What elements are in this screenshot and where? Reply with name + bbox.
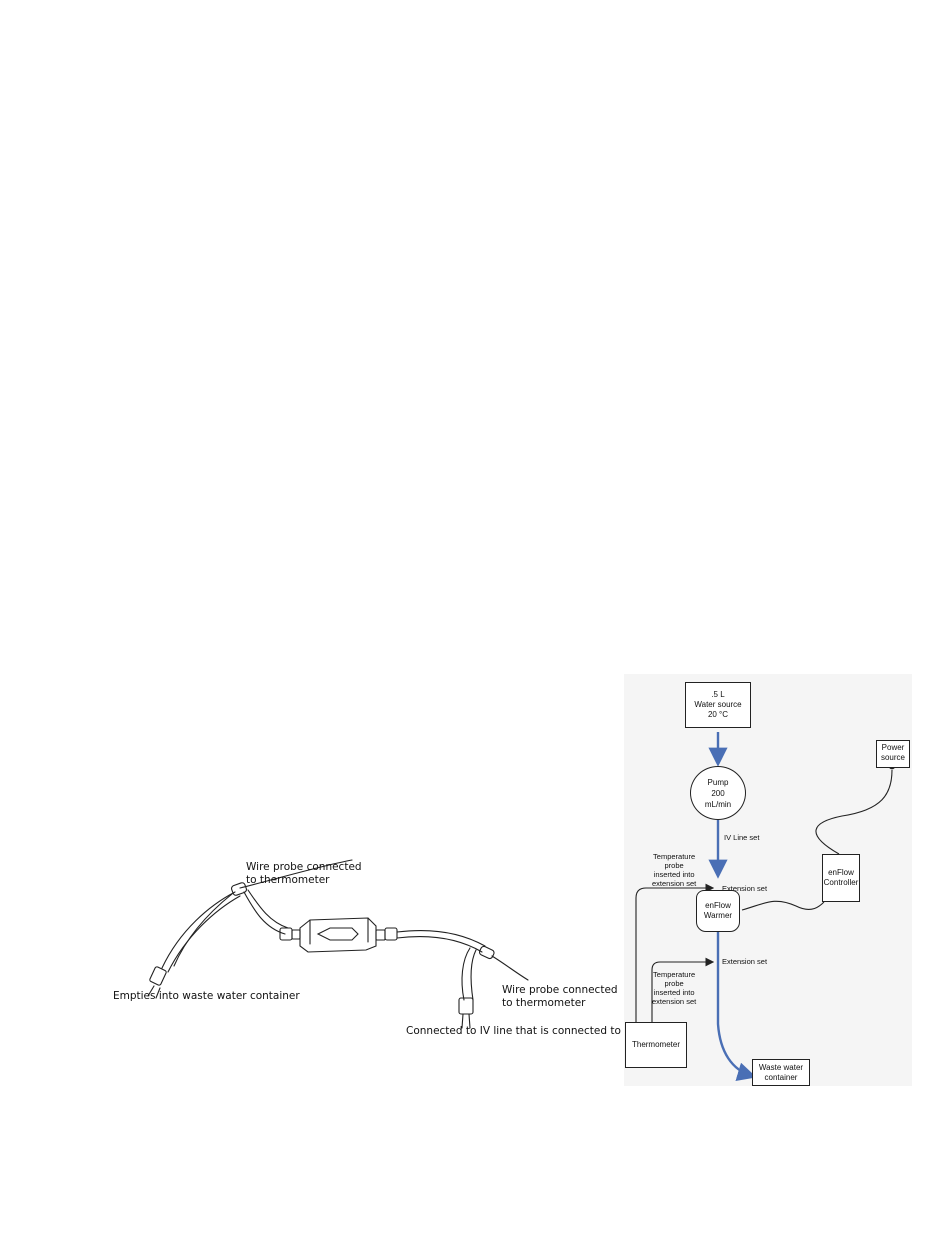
temp-probe-label-2: Temperature probe inserted into extensio… xyxy=(652,970,696,1006)
water-source-label: Water source xyxy=(694,700,742,709)
right-luer-lock xyxy=(375,929,386,941)
tp1-line2: probe xyxy=(664,861,684,870)
warmer-arrow xyxy=(316,927,359,941)
waste-end-fitting xyxy=(149,966,167,986)
iv-tube-2 xyxy=(470,949,477,1001)
water-source-temp: 20 °C xyxy=(707,710,729,719)
pump-rate: 200 xyxy=(711,788,725,798)
waste-label-1: Waste water xyxy=(758,1062,804,1072)
label-probe-top-2: to thermometer xyxy=(246,874,330,886)
tp2-line3: inserted into xyxy=(653,988,695,997)
water-source-volume: .5 L xyxy=(711,690,725,699)
waste-end-tip xyxy=(147,985,161,999)
iv-tube-1 xyxy=(461,947,471,1001)
power-label-1: Power xyxy=(881,743,905,752)
tp1-line3: inserted into xyxy=(653,870,695,879)
label-waste-exit: Empties into waste water container xyxy=(113,990,300,1002)
flow-schematic: .5 L Water source 20 °C Pump 200 mL/min … xyxy=(624,674,912,1086)
waste-label-2: container xyxy=(764,1072,798,1082)
pump-label: Pump xyxy=(707,777,729,787)
flow-warmer-to-waste xyxy=(716,930,757,1082)
power-source-box: Power source xyxy=(876,740,910,768)
label-iv-connection: Connected to IV line that is connected t… xyxy=(406,1025,655,1037)
thermometer-box: Thermometer xyxy=(625,1022,687,1068)
thermometer-wire-2 xyxy=(651,957,715,1022)
enflow-controller-box: enFlow Controller xyxy=(822,854,860,902)
extension-set-label-1: Extension set xyxy=(722,884,768,893)
left-tube-to-warmer xyxy=(243,891,286,935)
warmer-cartridge xyxy=(299,917,377,953)
waste-tube-1 xyxy=(161,891,236,969)
right-y-connector xyxy=(478,945,495,960)
tp2-line1: Temperature xyxy=(653,970,696,979)
label-probe-right-1: Wire probe connected xyxy=(502,984,618,996)
tp2-line2: probe xyxy=(664,979,684,988)
controller-power-cable xyxy=(815,769,893,855)
device-drawing xyxy=(147,859,529,1029)
label-probe-right-2: to thermometer xyxy=(502,997,586,1009)
controller-label-2: Controller xyxy=(823,878,859,887)
waste-container-box: Waste water container xyxy=(752,1059,810,1086)
thermometer-wire-1 xyxy=(635,883,715,1022)
warmer-controller-cable xyxy=(741,900,825,911)
top-probe-wire xyxy=(239,859,353,889)
waste-tube-3 xyxy=(173,893,233,967)
right-tube xyxy=(396,930,486,947)
enflow-warmer-box: enFlow Warmer xyxy=(696,890,740,932)
power-label-2: source xyxy=(880,753,905,762)
warmer-label-2: Warmer xyxy=(703,911,733,920)
enflow-device-illustration xyxy=(140,850,620,1050)
thermometer-label: Thermometer xyxy=(631,1040,680,1049)
tp2-line4: extension set xyxy=(652,997,697,1006)
pump-circle: Pump 200 mL/min xyxy=(690,766,746,820)
pump-unit: mL/min xyxy=(704,799,732,809)
tp1-line4: extension set xyxy=(652,879,697,888)
tp1-line1: Temperature xyxy=(653,852,696,861)
waste-tube-2 xyxy=(167,895,241,973)
temp-probe-label-1: Temperature probe inserted into extensio… xyxy=(652,852,696,888)
left-luer-lock xyxy=(279,927,293,941)
controller-label-1: enFlow xyxy=(828,868,854,877)
left-y-connector xyxy=(231,882,247,896)
water-source-box: .5 L Water source 20 °C xyxy=(685,682,751,728)
extension-set-label-2: Extension set xyxy=(722,957,768,966)
iv-fitting xyxy=(458,997,474,1015)
warmer-label-1: enFlow xyxy=(705,901,731,910)
iv-line-label: IV Line set xyxy=(724,833,760,842)
label-probe-top-1: Wire probe connected xyxy=(246,861,362,873)
right-probe-wire xyxy=(491,955,529,981)
